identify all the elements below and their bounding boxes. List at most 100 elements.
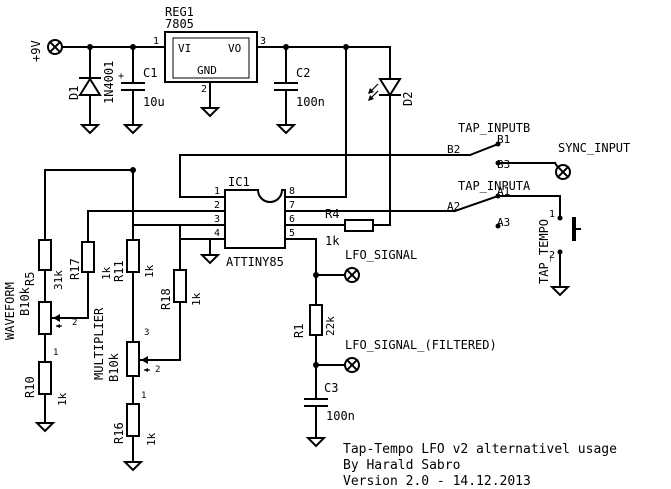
tap-inputb-b3: B3 [497, 158, 510, 171]
tap-inputa-a3: A3 [497, 216, 510, 229]
ground-symbol [199, 254, 221, 265]
c1-value: 10u [143, 95, 165, 109]
ground-symbol [305, 437, 327, 448]
reg1-name: REG1 [165, 5, 194, 19]
sync-input-jack [555, 164, 571, 180]
r10-name: R10 [23, 376, 37, 398]
tap-tempo-button [557, 215, 581, 288]
r18-resistor [173, 269, 187, 361]
lfo-filtered-label: LFO_SIGNAL_(FILTERED) [345, 338, 497, 352]
multiplier-pin2: 2 [155, 365, 160, 375]
reg1-pin-gnd: GND [197, 64, 217, 77]
d2-led [368, 46, 402, 226]
ground-symbol [79, 124, 101, 135]
reg1-pin2: 2 [201, 84, 207, 95]
r1-resistor [309, 304, 323, 399]
c3-value: 100n [326, 409, 355, 423]
d1-name: D1 [67, 86, 81, 100]
r18-name: R18 [159, 288, 173, 310]
r11-value: 1k [143, 264, 156, 278]
supply-terminal [47, 39, 63, 55]
r18-value: 1k [190, 292, 203, 306]
waveform-value: B10k [18, 286, 32, 316]
c2-value: 100n [296, 95, 325, 109]
tap-tempo-name: TAP_TEMPO [537, 219, 551, 284]
c3-name: C3 [324, 381, 338, 395]
ic1-pin5: 5 [289, 228, 295, 239]
waveform-potentiometer [38, 301, 69, 363]
tap-tempo-pin1: 1 [549, 209, 555, 220]
r16-resistor [126, 403, 140, 463]
ground-symbol [275, 124, 297, 135]
sync-input-label: SYNC_INPUT [558, 141, 630, 155]
c3-capacitor [304, 398, 328, 439]
tap-inputb-b2: B2 [447, 143, 460, 156]
r5-value: 31k [52, 270, 65, 290]
reg1-pin3: 3 [260, 36, 266, 47]
r16-value: 1k [145, 432, 158, 446]
multiplier-name: MULTIPLIER [92, 307, 106, 380]
multiplier-pin1: 1 [141, 391, 146, 401]
d1-diode [78, 46, 102, 126]
c2-name: C2 [296, 66, 310, 80]
tap-inputa-a2: A2 [447, 200, 460, 213]
c1-name: C1 [143, 66, 157, 80]
d1-value: 1N4001 [102, 61, 116, 104]
reg1-pin-vi: VI [178, 42, 191, 55]
reg1-regulator [164, 31, 258, 83]
r10-value: 1k [56, 392, 69, 406]
credits-line2: By Harald Sabro [343, 458, 460, 473]
ic1-pin1: 1 [214, 186, 220, 197]
ic1-pin2: 2 [214, 200, 220, 211]
credits-line1: Tap-Tempo LFO v2 alternativel usage [343, 442, 617, 457]
c2-capacitor [274, 46, 298, 126]
r11-name: R11 [112, 260, 126, 282]
lfo-filtered-terminal [344, 357, 360, 373]
supply-label: +9V [29, 40, 43, 62]
r1-value: 22k [324, 316, 337, 336]
tap-inputa-a1: A1 [497, 185, 510, 198]
tap-inputb-b1: B1 [497, 133, 510, 146]
ic1-pin7: 7 [289, 200, 295, 211]
tap-inputb-name: TAP_INPUTB [458, 121, 530, 135]
reg1-pin1: 1 [153, 36, 159, 47]
r5-name: R5 [23, 272, 37, 286]
waveform-name: WAVEFORM [3, 282, 17, 340]
svg-text:+: + [118, 71, 124, 82]
lfo-signal-terminal [344, 267, 360, 283]
ic1-pin4: 4 [214, 228, 220, 239]
reg1-part: 7805 [165, 17, 194, 31]
ic1-attiny85 [87, 189, 456, 249]
r17-resistor [67, 241, 95, 319]
ground-symbol [34, 422, 56, 433]
multiplier-value: B10k [107, 352, 121, 382]
credits-line3: Version 2.0 - 14.12.2013 [343, 474, 531, 489]
tap-tempo-pin2: 2 [549, 250, 555, 261]
ic1-name: IC1 [228, 175, 250, 189]
r4-name: R4 [325, 207, 339, 221]
ic1-part: ATTINY85 [226, 255, 284, 269]
ground-symbol [122, 461, 144, 472]
r11-resistor [126, 239, 140, 343]
waveform-pin2: 2 [72, 318, 77, 328]
ic1-pin6: 6 [289, 214, 295, 225]
multiplier-potentiometer [126, 341, 181, 405]
power-section: +9V D1 1N4001 + C1 10u [29, 5, 415, 226]
lfo-signal-label: LFO_SIGNAL [345, 248, 417, 262]
d2-name: D2 [401, 92, 415, 106]
tap-inputb-switch [468, 141, 556, 166]
r17-value: 1k [100, 266, 113, 280]
waveform-pin1: 1 [53, 348, 58, 358]
ground-symbol [549, 286, 571, 297]
ground-symbol [122, 124, 144, 135]
multiplier-pin3: 3 [144, 328, 149, 338]
r16-name: R16 [112, 422, 126, 444]
r4-resistor [344, 219, 391, 232]
r10-resistor [38, 361, 52, 424]
r4-value: 1k [325, 234, 340, 248]
tap-inputa-name: TAP_INPUTA [458, 179, 531, 193]
reg1-pin-vo: VO [228, 42, 241, 55]
c1-capacitor: + [118, 46, 145, 126]
r5-resistor [38, 239, 52, 303]
